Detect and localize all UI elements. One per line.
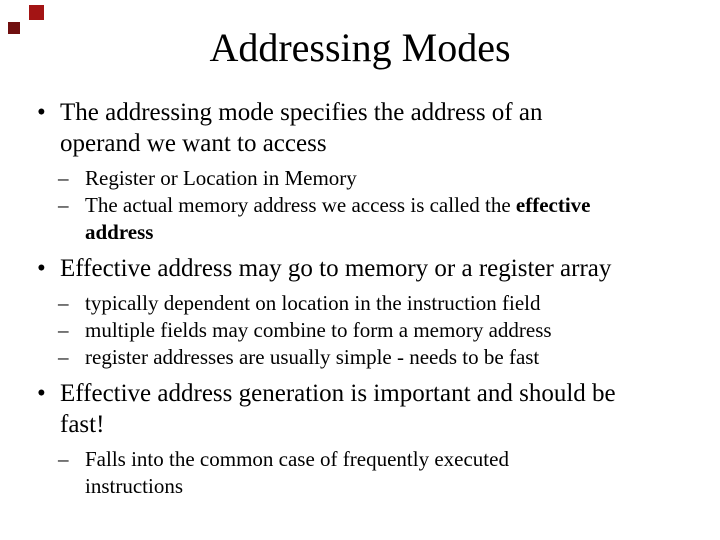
sub-bullet-item: –multiple fields may combine to form a m… — [58, 317, 697, 344]
bullet-glyph: • — [37, 380, 46, 407]
text-line: Effective address may go to memory or a … — [60, 253, 697, 284]
sub-bullet-item: –typically dependent on location in the … — [58, 290, 697, 317]
text-line: Register or Location in Memory — [85, 165, 697, 192]
text-line: operand we want to access — [60, 128, 697, 159]
text-line: register addresses are usually simple - … — [85, 344, 697, 371]
text-line: Falls into the common case of frequently… — [85, 446, 697, 473]
text-line: The actual memory address we access is c… — [85, 192, 697, 219]
dash-glyph: – — [58, 166, 69, 190]
text-line: typically dependent on location in the i… — [85, 290, 697, 317]
text-line: Effective address generation is importan… — [60, 378, 697, 409]
dash-glyph: – — [58, 345, 69, 369]
dash-glyph: – — [58, 318, 69, 342]
text-segment: Effective address generation is importan… — [60, 380, 616, 407]
dash-glyph: – — [58, 447, 69, 471]
text-line: fast! — [60, 409, 697, 440]
dash-glyph: – — [58, 193, 69, 217]
bullet-glyph: • — [37, 99, 46, 126]
text-segment: Falls into the common case of frequently… — [85, 447, 509, 471]
text-line: address — [85, 219, 697, 246]
emphasized-text: address — [85, 220, 154, 244]
bullet-item: • Effective address may go to memory or a… — [37, 253, 697, 284]
slide-body: • The addressing mode specifies the addre… — [37, 97, 697, 500]
sub-bullet-item: –Falls into the common case of frequentl… — [58, 446, 697, 500]
text-segment: The addressing mode specifies the addres… — [60, 99, 543, 126]
bullet-item: • The addressing mode specifies the addre… — [37, 97, 697, 159]
sub-bullet-item: –The actual memory address we access is … — [58, 192, 697, 246]
decoration-square-large — [29, 5, 44, 20]
text-line: instructions — [85, 473, 697, 500]
bullet-glyph: • — [37, 255, 46, 282]
text-segment: multiple fields may combine to form a me… — [85, 318, 552, 342]
decoration-square-small — [8, 22, 20, 34]
text-segment: fast! — [60, 411, 105, 438]
text-segment: The actual memory address we access is c… — [85, 193, 516, 217]
sub-bullet-item: –register addresses are usually simple -… — [58, 344, 697, 371]
text-segment: Register or Location in Memory — [85, 166, 357, 190]
text-line: The addressing mode specifies the addres… — [60, 97, 697, 128]
text-segment: Effective address may go to memory or a … — [60, 255, 612, 282]
text-segment: operand we want to access — [60, 130, 327, 157]
text-segment: instructions — [85, 474, 183, 498]
text-segment: typically dependent on location in the i… — [85, 291, 541, 315]
sub-bullet-item: –Register or Location in Memory — [58, 165, 697, 192]
dash-glyph: – — [58, 291, 69, 315]
text-line: multiple fields may combine to form a me… — [85, 317, 697, 344]
slide-title: Addressing Modes — [209, 25, 511, 70]
bullet-item: • Effective address generation is importa… — [37, 378, 697, 440]
emphasized-text: effective — [515, 193, 591, 217]
text-segment: register addresses are usually simple - … — [85, 345, 540, 369]
